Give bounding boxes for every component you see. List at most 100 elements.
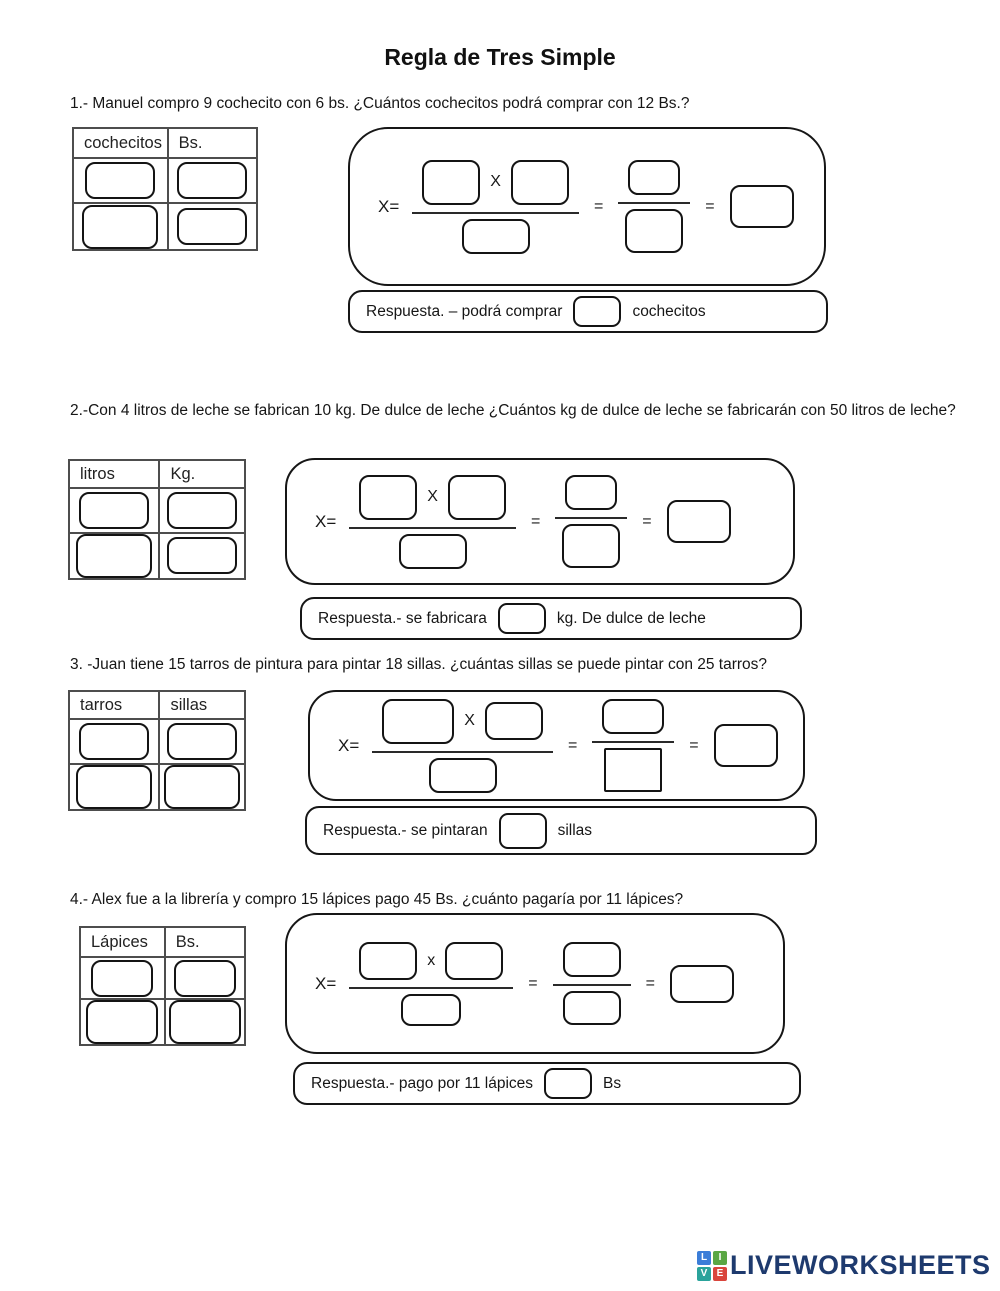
times-label: X [490,173,501,190]
x-equals-label: X= [315,511,337,531]
fraction-1: X [372,698,553,793]
table-cell [160,764,244,810]
formula-numerator-input[interactable] [565,475,618,510]
formula-result-input[interactable] [669,964,734,1003]
table-input[interactable] [164,764,241,809]
times-label: x [427,951,436,969]
table-cell [160,489,244,534]
page-title: Regla de Tres Simple [384,44,616,70]
answer-prefix: Respuesta.- se fabricara [318,609,487,627]
logo-grid-icon: L I V E [697,1250,727,1281]
formula-denominator-input[interactable] [428,757,497,793]
table-header-col2: sillas [160,692,244,720]
equals-label: = [689,736,699,754]
fraction-2 [555,475,628,568]
formula-numerator-input[interactable] [510,159,569,205]
table-header-col1: Lápices [81,928,166,958]
table-cell [81,1000,166,1044]
formula-result-input[interactable] [666,500,731,543]
fraction-1: X [412,159,579,254]
formula-numerator-input[interactable] [447,474,506,520]
formula-numerator-input[interactable] [562,942,621,977]
formula-result-input[interactable] [729,185,794,228]
answer-suffix: cochecitos [632,302,706,320]
formula-numerator-input[interactable] [628,160,681,195]
table-cell [169,204,256,249]
fraction-1: x [349,941,514,1026]
problem-4-answer-bar: Respuesta.- pago por 11 lápices Bs [293,1062,801,1105]
table-input[interactable] [76,764,153,809]
table-cell [74,159,169,204]
table-header-col2: Bs. [168,129,256,159]
table-cell [70,533,161,578]
answer-prefix: Respuesta.- se pintaran [323,821,488,839]
table-header-col1: litros [70,461,161,489]
equals-label: = [642,512,652,530]
table-input[interactable] [168,1000,241,1044]
table-input[interactable] [79,722,150,760]
logo-square-i: I [713,1250,727,1265]
formula-denominator-input[interactable] [562,991,621,1025]
equals-label: = [528,974,538,992]
times-label: X [427,488,438,505]
formula-numerator-input[interactable] [359,941,418,980]
table-input[interactable] [82,204,159,249]
problem-4-question: 4.- Alex fue a la librería y compro 15 l… [70,891,684,908]
problem-2-table: litros Kg. [68,459,246,580]
table-header-col1: cochecitos [74,129,169,159]
formula-numerator-input[interactable] [602,699,665,734]
table-header-col2: Bs. [165,928,244,958]
table-input[interactable] [167,722,238,760]
formula-numerator-input[interactable] [484,702,543,740]
logo-square-l: L [697,1250,711,1265]
table-input[interactable] [91,959,154,997]
table-cell [168,159,256,204]
formula-denominator-input[interactable] [398,533,467,569]
table-input[interactable] [86,1000,159,1044]
x-equals-label: X= [338,735,360,755]
problem-3-formula-panel: X= X = = [308,690,805,801]
table-header-col1: tarros [70,692,161,720]
table-input[interactable] [85,162,156,199]
fraction-2 [618,160,691,253]
formula-denominator-input[interactable] [604,748,663,792]
equals-label: = [567,736,578,754]
problem-1-question: 1.- Manuel compro 9 cochecito con 6 bs. … [70,95,690,112]
problem-3-answer-bar: Respuesta.- se pintaran sillas [305,806,817,855]
x-equals-label: X= [315,973,337,993]
formula-numerator-input[interactable] [445,941,504,980]
formula-denominator-input[interactable] [461,218,530,254]
problem-2-question: 2.-Con 4 litros de leche se fabrican 10 … [70,402,956,419]
x-equals-label: X= [378,196,400,216]
formula-denominator-input[interactable] [625,209,684,253]
table-input[interactable] [173,959,236,997]
table-input[interactable] [79,491,150,529]
answer-suffix: Bs [603,1074,622,1092]
formula-denominator-input[interactable] [401,993,462,1026]
problem-4-table: Lápices Bs. [79,926,246,1046]
table-input[interactable] [177,162,248,199]
formula-numerator-input[interactable] [382,698,455,744]
answer-input[interactable] [573,296,622,327]
liveworksheets-logo: L I V E LIVEWORKSHEETS [697,1250,991,1281]
answer-input[interactable] [497,603,546,634]
equals-label: = [530,512,541,530]
formula-denominator-input[interactable] [562,524,621,568]
table-cell [160,720,244,765]
answer-suffix: kg. De dulce de leche [556,609,706,627]
problem-4-formula-panel: X= x = = [285,913,785,1054]
formula-numerator-input[interactable] [422,159,481,205]
problem-2-formula-panel: X= X = = [285,458,795,585]
table-input[interactable] [167,537,238,575]
formula-numerator-input[interactable] [359,474,418,520]
table-input[interactable] [167,491,238,529]
logo-square-e: E [713,1266,727,1281]
table-input[interactable] [76,533,153,578]
problem-3-question: 3. -Juan tiene 15 tarros de pintura para… [70,656,768,673]
formula-result-input[interactable] [713,724,778,767]
table-input[interactable] [177,208,248,245]
answer-input[interactable] [498,812,547,849]
equals-label: = [705,197,715,215]
answer-input[interactable] [544,1068,593,1099]
answer-suffix: sillas [557,821,593,839]
